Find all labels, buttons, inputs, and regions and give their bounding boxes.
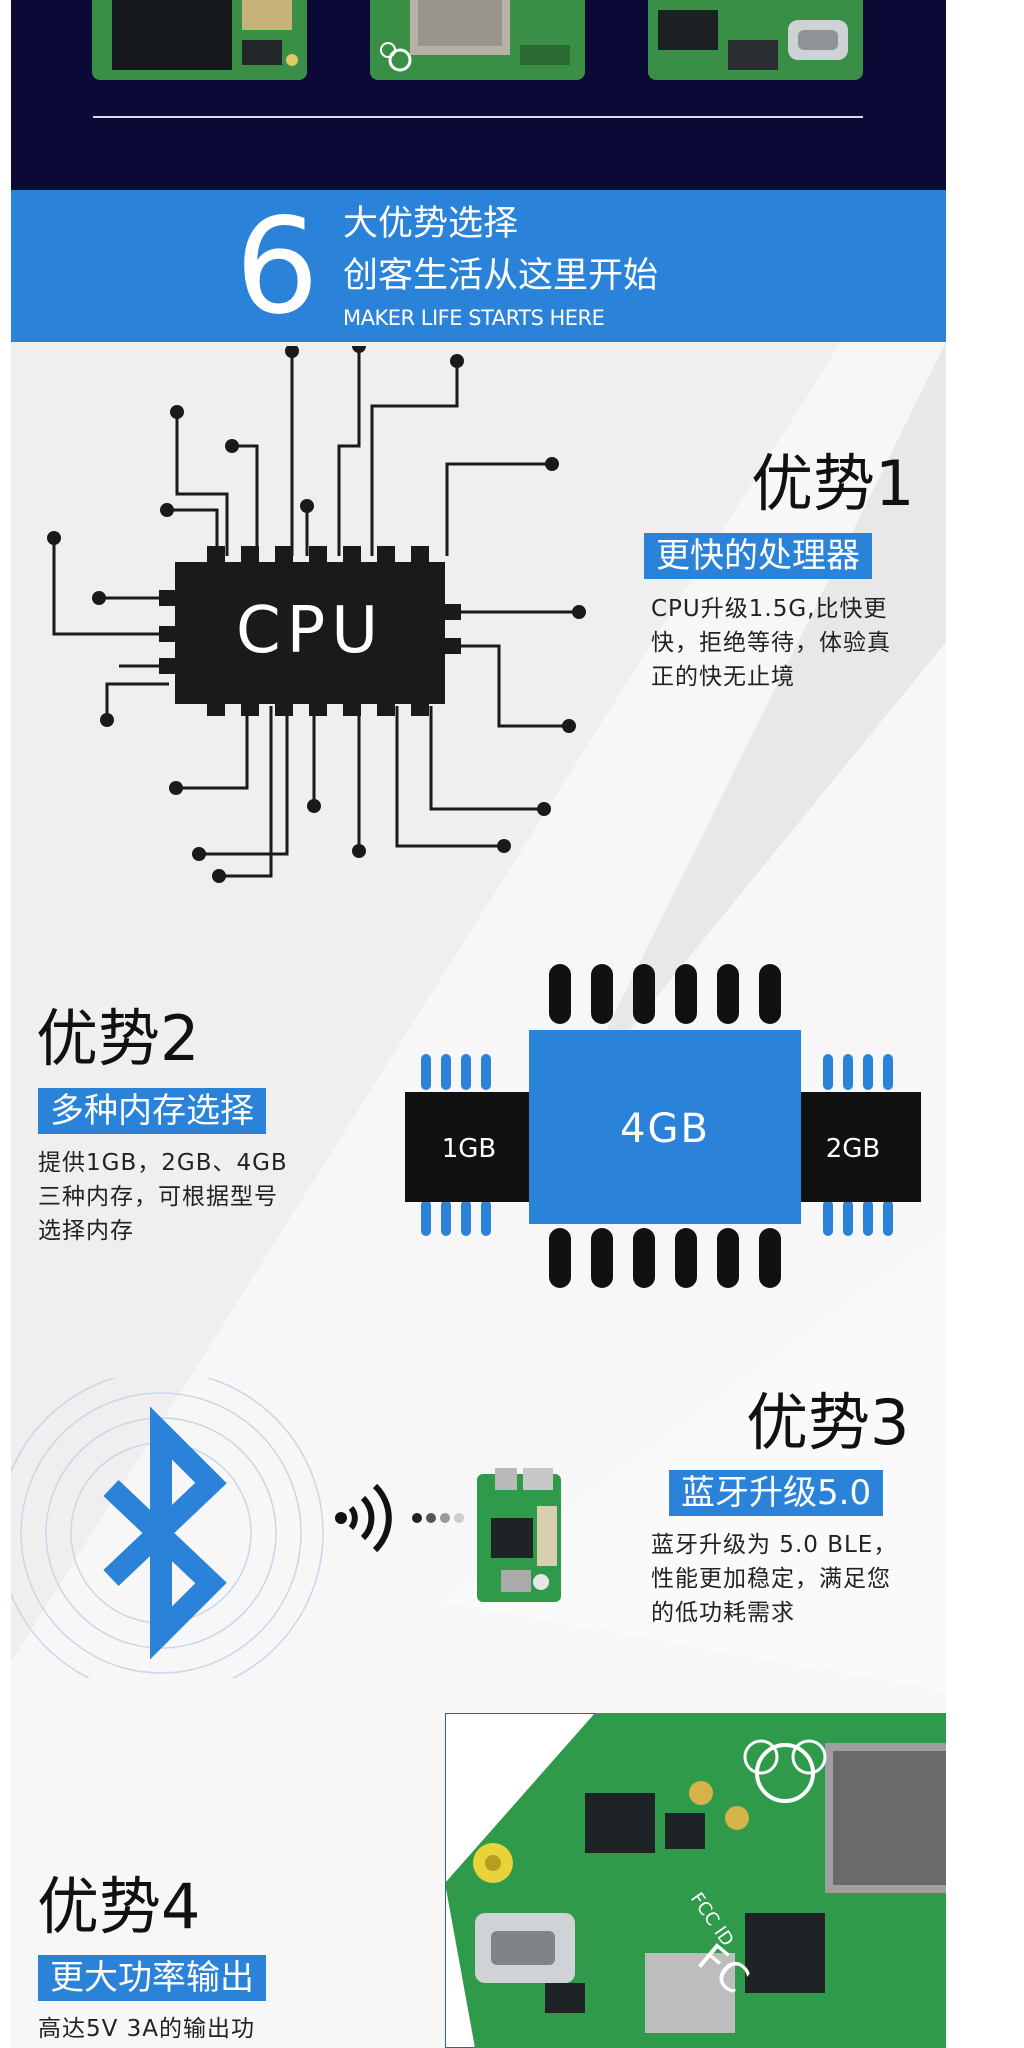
advantages-banner: [11, 190, 946, 342]
advantage-4-tag: 更大功率输出: [38, 1955, 266, 2001]
advantage-3-desc-line: 蓝牙升级为 5.0 BLE，: [651, 1532, 898, 1558]
advantage-3-desc-line: 性能更加稳定，满足您: [651, 1566, 891, 1592]
banner-subtitle: 创客生活从这里开始: [343, 256, 659, 296]
advantage-1-description: CPU升级1.5G,比快更 快，拒绝等待，体验真 正的快无止境: [651, 592, 891, 694]
advantage-4-description: 高达5V 3A的输出功: [38, 2012, 255, 2046]
product-detail-canvas: 6 大优势选择 创客生活从这里开始 MAKER LIFE STARTS HERE: [11, 0, 946, 2048]
advantage-1-title: 优势1: [751, 447, 915, 520]
raspberry-pi-board-icon: [471, 1466, 567, 1606]
advantage-1-desc-line: 快，拒绝等待，体验真: [651, 630, 891, 656]
advantage-3-description: 蓝牙升级为 5.0 BLE， 性能更加稳定，满足您 的低功耗需求: [651, 1528, 897, 1630]
advantage-1-desc-line: 正的快无止境: [651, 664, 795, 690]
product-thumb-3: [648, 0, 863, 80]
advantage-2-desc-line: 选择内存: [38, 1218, 134, 1244]
cpu-label: CPU: [236, 594, 384, 668]
advantage-3-tag: 蓝牙升级5.0: [669, 1470, 884, 1516]
advantage-4-title: 优势4: [37, 1870, 201, 1943]
divider-line: [93, 116, 863, 118]
banner-number: 6: [235, 190, 319, 344]
banner-title: 大优势选择: [343, 204, 519, 244]
advantage-3-title: 优势3: [746, 1386, 910, 1459]
memory-label-left: 1GB: [442, 1134, 497, 1164]
wifi-signal-icon: [333, 1478, 473, 1558]
advantage-2-desc-line: 提供1GB，2GB、4GB: [38, 1150, 288, 1176]
product-thumb-2: [370, 0, 585, 80]
advantage-2-title: 优势2: [36, 1002, 200, 1075]
advantage-1-tag: 更快的处理器: [644, 533, 872, 579]
top-product-section: [11, 0, 946, 190]
bluetooth-graphic: [11, 1378, 351, 1678]
memory-label-right: 2GB: [826, 1134, 881, 1164]
banner-english: MAKER LIFE STARTS HERE: [343, 306, 605, 330]
board-closeup-photo: FCC ID FC: [445, 1713, 946, 2048]
product-thumb-1: [92, 0, 307, 80]
advantage-1-desc-line: CPU升级1.5G,比快更: [651, 596, 888, 622]
advantage-3-desc-line: 的低功耗需求: [651, 1600, 795, 1626]
bluetooth-icon: [103, 1406, 227, 1660]
advantage-2-description: 提供1GB，2GB、4GB 三种内存，可根据型号 选择内存: [38, 1146, 288, 1248]
advantage-2-tag: 多种内存选择: [38, 1088, 266, 1134]
memory-chip-icon: 1GB 4GB 2GB: [403, 964, 933, 1294]
advantage-4-desc-line: 高达5V 3A的输出功: [38, 2016, 256, 2042]
memory-label-center: 4GB: [620, 1106, 710, 1152]
cpu-chip-icon: CPU: [39, 346, 599, 906]
advantage-2-desc-line: 三种内存，可根据型号: [38, 1184, 278, 1210]
